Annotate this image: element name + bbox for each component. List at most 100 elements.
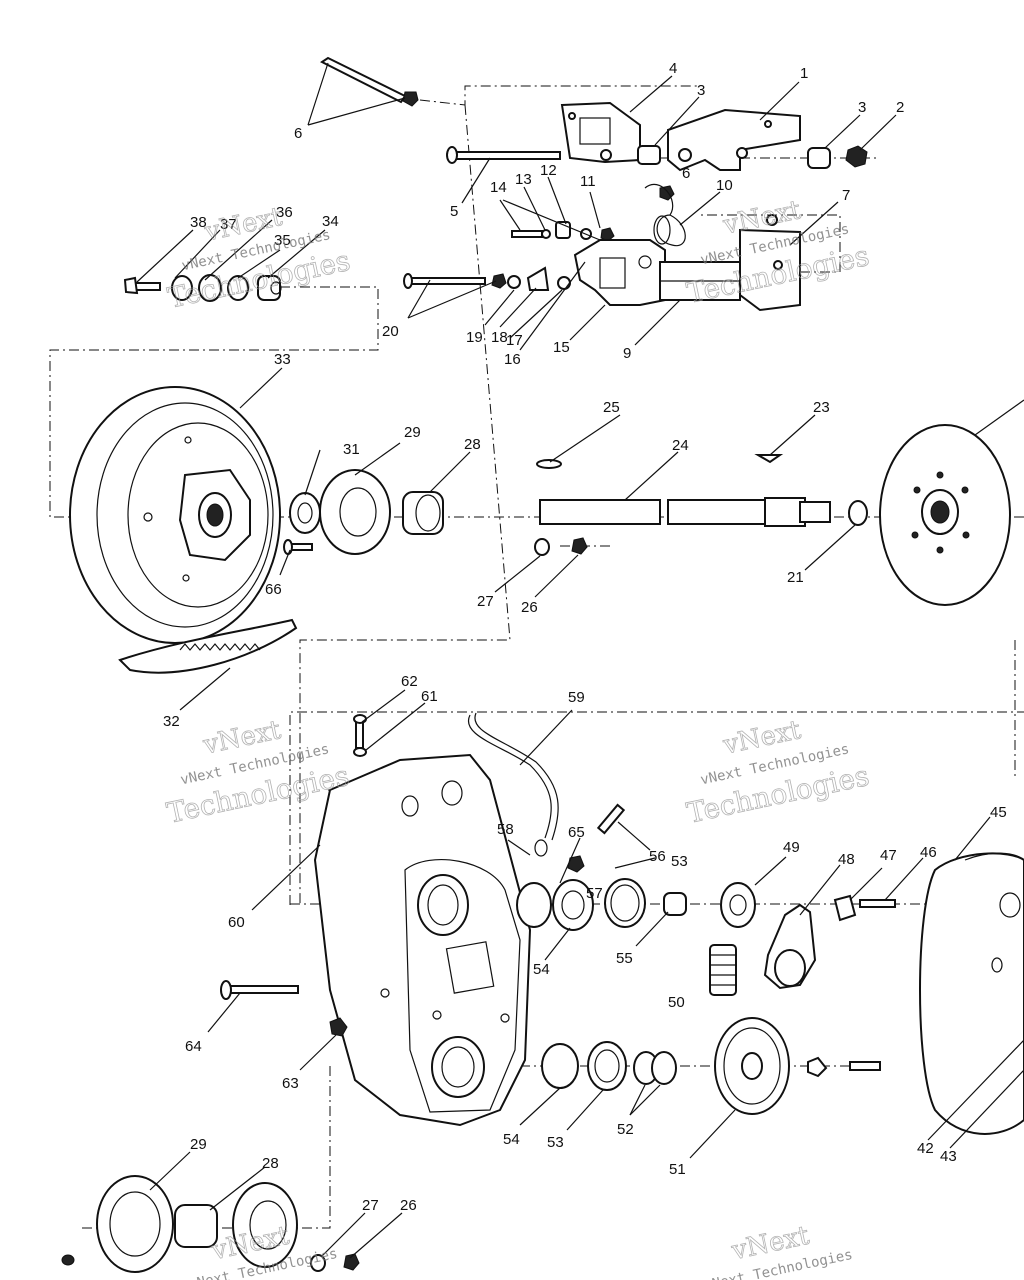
hardware-26-27a [534, 537, 588, 556]
callout-26: 26 [400, 1197, 417, 1214]
leader-lines [136, 62, 1024, 1259]
callout-16: 16 [504, 351, 521, 368]
nut-6b [659, 185, 675, 201]
callout-12: 12 [540, 162, 557, 179]
callout-43: 43 [940, 1148, 957, 1165]
callout-9: 9 [623, 345, 631, 362]
lower-bearings-52-54 [541, 1041, 677, 1091]
watermark-top-left: vNext vNext Technologies Technologies [164, 201, 353, 315]
callout-61: 61 [421, 688, 438, 705]
callout-1: 1 [800, 65, 808, 82]
lower-sheave-parts-26-29 [61, 1175, 360, 1273]
callout-17: 17 [506, 332, 523, 349]
callout-49: 49 [783, 839, 800, 856]
watermark-bottom-right: vNext vNext Technologies [702, 1220, 854, 1280]
callout-31: 31 [343, 441, 360, 458]
callout-3: 3 [858, 99, 866, 116]
callout-14: 14 [490, 179, 507, 196]
shaft-24 [536, 454, 868, 527]
callout-labels: 1 2 3 3 4 5 6 6 7 9 10 11 12 13 14 15 16… [163, 60, 1007, 1214]
callout-34: 34 [322, 213, 339, 230]
callout-53: 53 [671, 853, 688, 870]
callout-36: 36 [276, 204, 293, 221]
callout-62: 62 [401, 673, 418, 690]
spacer-3b [807, 147, 831, 169]
callout-25: 25 [603, 399, 620, 416]
callout-54: 54 [533, 961, 550, 978]
callout-21: 21 [787, 569, 804, 586]
bracket-4 [560, 101, 641, 164]
callout-42: 42 [917, 1140, 934, 1157]
callout-29: 29 [404, 424, 421, 441]
sprocket-49-and-tensioner-48 [720, 882, 896, 990]
callout-46: 46 [920, 844, 937, 861]
callout-60: 60 [228, 914, 245, 931]
callout-11: 11 [580, 173, 596, 190]
callout-28: 28 [464, 436, 481, 453]
callout-13: 13 [515, 171, 532, 188]
callout-58: 58 [497, 821, 514, 838]
callout-56: 56 [649, 848, 666, 865]
callout-27: 27 [362, 1197, 379, 1214]
callout-53: 53 [547, 1134, 564, 1151]
callout-10: 10 [716, 177, 733, 194]
callout-18: 18 [491, 329, 508, 346]
callout-59: 59 [568, 689, 585, 706]
callout-5: 5 [450, 203, 458, 220]
caliper-15 [573, 239, 666, 306]
chaincase-housing-60 [313, 753, 532, 1127]
watermark-mid-right: vNext vNext Technologies Technologies [683, 715, 872, 831]
driven-disc-22 [879, 424, 1011, 606]
callout-63: 63 [282, 1075, 299, 1092]
callout-54: 54 [503, 1131, 520, 1148]
pad-9 [659, 261, 741, 301]
spacer-3a [637, 145, 661, 165]
vent-tube-59 [467, 712, 559, 841]
chain-50 [709, 944, 737, 996]
callout-64: 64 [185, 1038, 202, 1055]
rod-6 [320, 56, 419, 107]
callout-2: 2 [896, 99, 904, 116]
bolt-62-61 [353, 714, 367, 757]
callout-50: 50 [668, 994, 685, 1011]
callout-23: 23 [813, 399, 830, 416]
callout-45: 45 [990, 804, 1007, 821]
callout-27: 27 [477, 593, 494, 610]
callout-65: 65 [568, 824, 585, 841]
callout-20: 20 [382, 323, 399, 340]
callout-4: 4 [669, 60, 677, 77]
bearing-seals-53-55 [516, 803, 687, 931]
callout-28: 28 [262, 1155, 279, 1172]
callout-24: 24 [672, 437, 689, 454]
callout-6: 6 [294, 125, 302, 142]
callout-19: 19 [466, 329, 483, 346]
callout-15: 15 [553, 339, 570, 356]
callout-35: 35 [274, 232, 291, 249]
callout-57: 57 [586, 885, 603, 902]
callout-26: 26 [521, 599, 538, 616]
callout-29: 29 [190, 1136, 207, 1153]
callout-66: 66 [265, 581, 282, 598]
callout-51: 51 [669, 1161, 686, 1178]
cover-45 [919, 852, 1024, 1135]
callout-37: 37 [220, 216, 237, 233]
callout-3: 3 [697, 82, 705, 99]
callout-6: 6 [682, 165, 690, 182]
bolt-5 [446, 146, 561, 164]
watermark-mid-left: vNext vNext Technologies Technologies [163, 715, 352, 831]
callout-52: 52 [617, 1121, 634, 1138]
belt-32 [118, 618, 298, 674]
drive-pulley-33 [69, 386, 281, 644]
callout-33: 33 [274, 351, 291, 368]
callout-32: 32 [163, 713, 180, 730]
bracket-7 [739, 214, 801, 312]
callout-48: 48 [838, 851, 855, 868]
sheave-parts-28-31 [283, 469, 444, 555]
callout-47: 47 [880, 847, 897, 864]
sprocket-51 [714, 1017, 881, 1115]
bracket-1 [667, 108, 801, 172]
hardware-34-38 [123, 274, 282, 302]
callout-55: 55 [616, 950, 633, 967]
callout-7: 7 [842, 187, 850, 204]
